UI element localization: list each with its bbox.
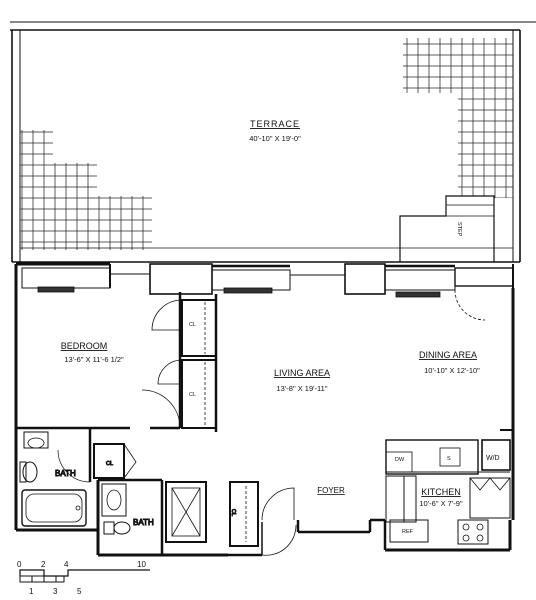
bedroom-closet-1-label: CL [189,322,196,328]
wd-label: W/D [486,455,500,462]
range [457,519,489,545]
scale-4: 4 [64,560,69,569]
kitchen: DW S W/D REF [385,439,511,545]
refrigerator [389,519,429,543]
scale-10: 10 [137,560,146,569]
bath-2: BATH [98,478,207,555]
dining-dims: 10'-10" X 12'-10" [424,366,480,375]
bedroom-closet-2-label: CL [189,392,196,398]
dining-door-swing [454,289,486,321]
shower [165,481,207,543]
tile-block-left-low [97,196,152,250]
scale-bar: 0 2 4 10 1 3 5 [17,560,150,596]
living-dims: 13'-8" X 19'-11" [277,384,328,393]
terrace-step: STEP [399,195,495,262]
tile-block-left-mid [53,163,97,250]
ref-label: REF [402,529,414,535]
toilet-2 [113,521,131,535]
step-label: STEP [456,222,462,237]
dw-label: DW [395,457,405,463]
sink-1 [23,431,49,449]
tile-block-left-tall [20,130,53,250]
washer-dryer [481,439,511,471]
terrace: STEP TERRACE 40'-10" X 19'-0" [10,21,536,263]
foyer-closet-label: CL [230,509,236,516]
sink-2 [101,483,127,517]
scale-5: 5 [77,587,82,596]
scale-1: 1 [29,587,34,596]
tile-block-right-side [458,93,513,198]
hall-closet: CL [93,443,137,479]
bedroom-walls [16,292,218,432]
bedroom-dims: 13'-6" X 11'-6 1/2" [64,355,124,364]
apartment-walls [14,262,515,557]
hall-closet-label: CL [106,461,113,467]
terrace-dims: 40'-10" X 19'-0" [249,134,301,143]
kitchen-dims: 10'-6" X 7'-9" [419,499,463,508]
scale-2: 2 [41,560,46,569]
sink-label: S [447,456,451,462]
toilet-1 [22,461,38,483]
tile-block-right-top [403,38,513,93]
terrace-name: TERRACE [250,119,300,129]
bedroom-name: BEDROOM [61,341,108,351]
foyer-closet: CL [229,481,297,556]
bath-1: BATH [19,428,92,527]
bathtub-1 [21,489,87,527]
scale-0: 0 [17,560,22,569]
bath-2-name: BATH [133,518,154,527]
living-name: LIVING AREA [274,368,330,378]
foyer-name: FOYER [317,486,345,495]
dining-name: DINING AREA [419,350,477,360]
scale-3: 3 [53,587,58,596]
radiators [37,286,441,298]
bath-1-name: BATH [55,469,76,478]
kitchen-name: KITCHEN [421,487,461,497]
